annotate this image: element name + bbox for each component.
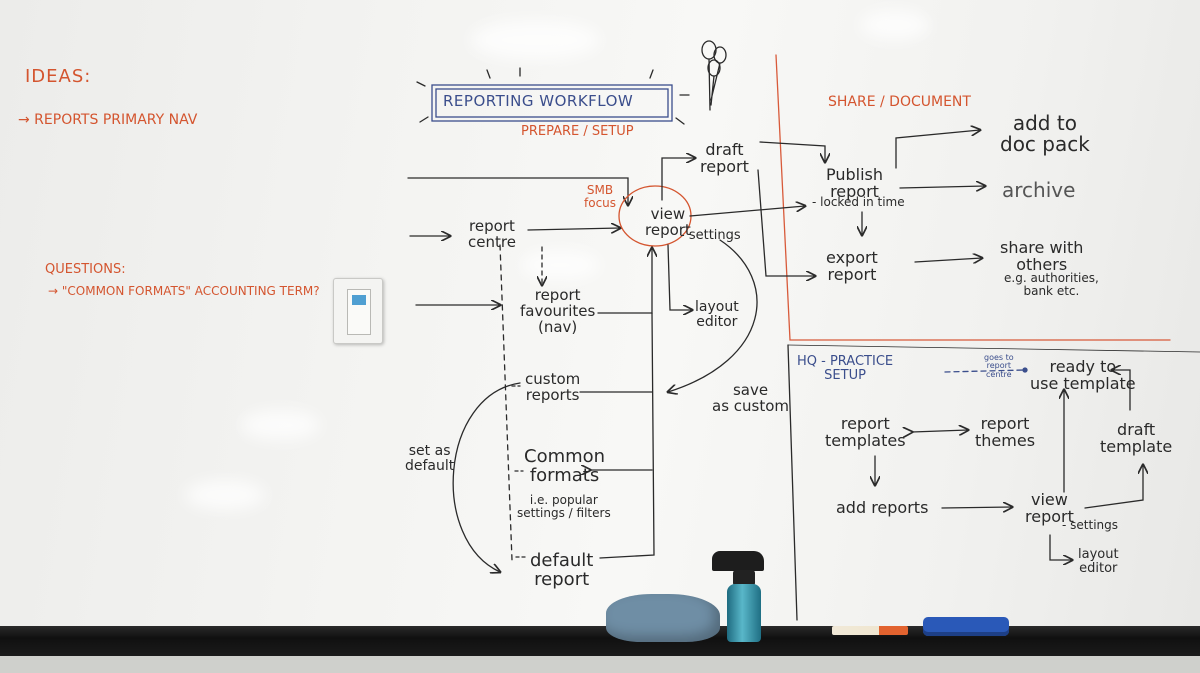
prepare-setup-label: PREPARE / SETUP — [521, 124, 634, 139]
wall-below — [0, 656, 1200, 673]
spray-bottle-neck — [733, 570, 755, 586]
archive-node: archive — [1002, 178, 1076, 202]
add-reports-node: add reports — [836, 498, 929, 517]
share-document-title: SHARE / DOCUMENT — [828, 94, 971, 110]
settings-label: - settings — [680, 228, 741, 243]
questions-title: QUESTIONS: — [45, 262, 126, 277]
share-example-note: e.g. authorities,bank etc. — [1004, 271, 1099, 298]
light-reflection — [470, 20, 600, 60]
hq-settings-label: - settings — [1062, 518, 1118, 532]
marker-tray — [0, 626, 1200, 656]
ideas-title: IDEAS: — [25, 66, 92, 87]
orange-marker — [832, 626, 908, 635]
light-reflection — [860, 10, 930, 40]
spray-nozzle — [712, 551, 764, 571]
light-reflection — [520, 250, 600, 280]
light-reflection — [185, 480, 265, 510]
locked-in-time-note: - locked in time — [812, 195, 905, 209]
whiteboard — [0, 0, 1200, 630]
ideas-item: → REPORTS PRIMARY NAV — [18, 112, 198, 128]
questions-item: → "COMMON FORMATS" ACCOUNTING TERM? — [48, 284, 320, 298]
spray-bottle — [727, 584, 761, 642]
page-title: REPORTING WORKFLOW — [443, 92, 634, 110]
light-reflection — [240, 410, 320, 440]
cleaning-cloth — [606, 594, 720, 642]
light-switch-panel — [333, 278, 383, 344]
whiteboard-eraser — [923, 617, 1009, 636]
